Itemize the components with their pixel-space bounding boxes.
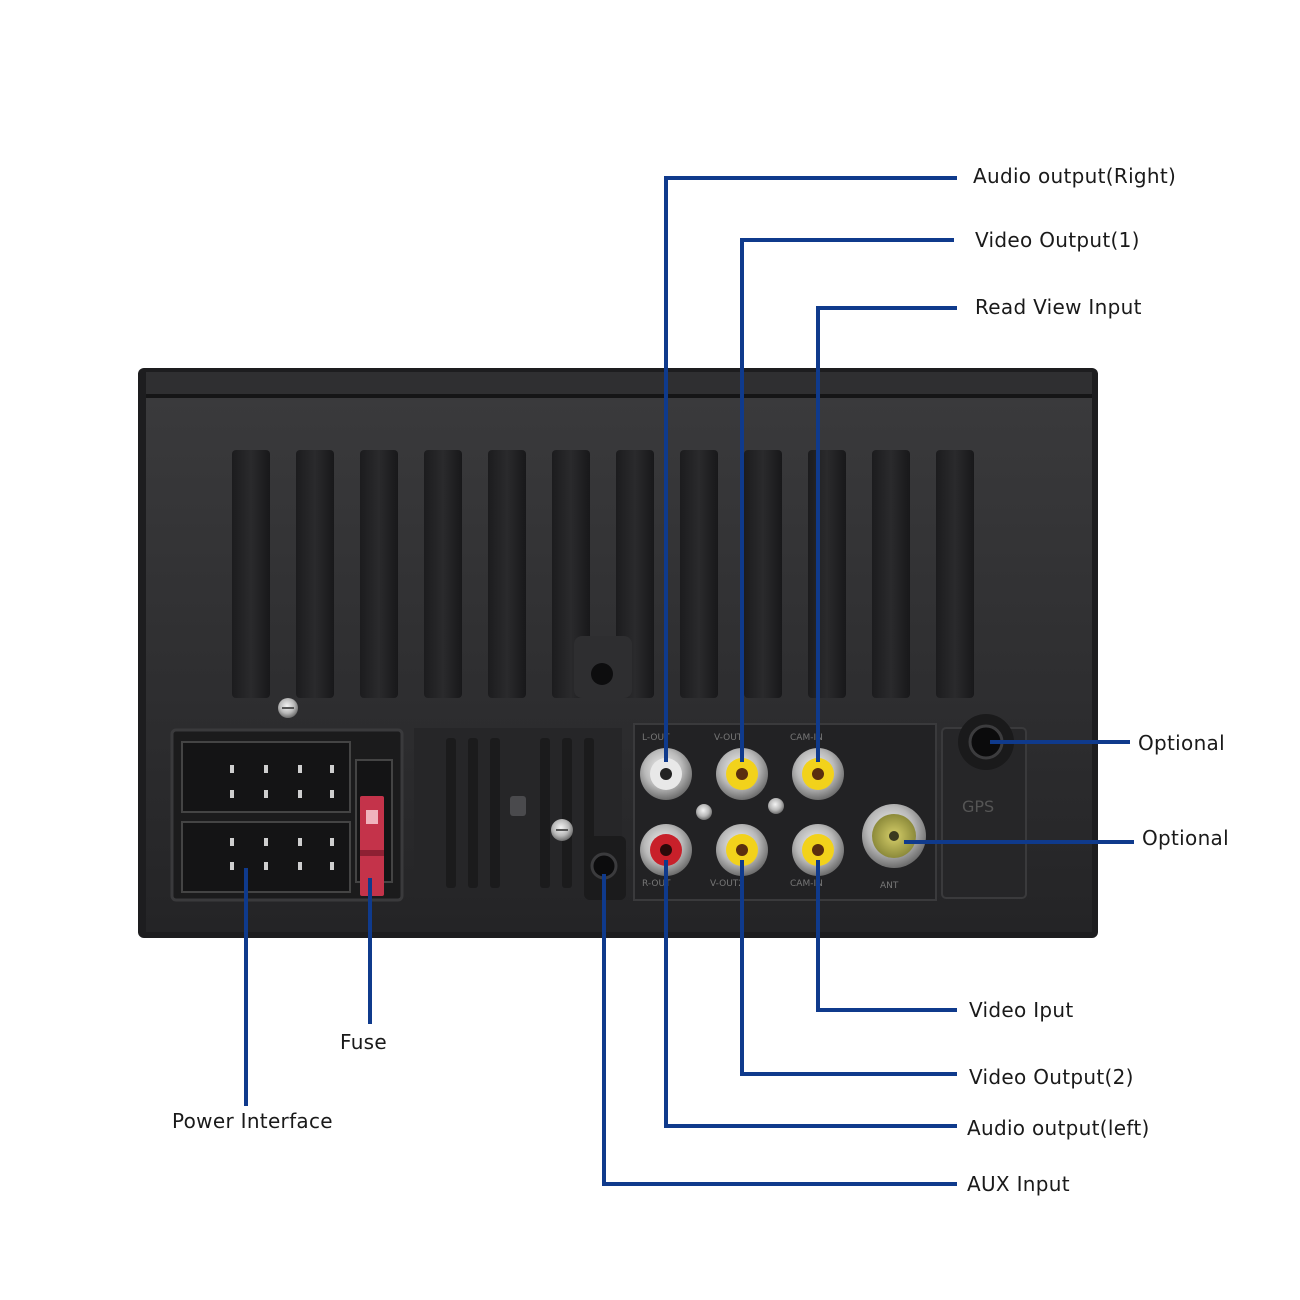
rca-jack-yellow xyxy=(716,748,768,800)
leader-video-output-1 xyxy=(740,238,954,762)
screw-icon xyxy=(278,698,298,718)
ant-marking: ANT xyxy=(880,881,899,891)
rca-jack-yellow xyxy=(792,748,844,800)
leader-aux-input xyxy=(602,874,957,1186)
label-power-interface: Power Interface xyxy=(172,1109,333,1133)
screw-icon xyxy=(551,819,573,841)
svg-text:L-OUT: L-OUT xyxy=(642,733,670,743)
leader-video-input xyxy=(816,860,957,1012)
gps-panel: GPS xyxy=(941,714,1027,899)
label-optional-top: Optional xyxy=(1138,731,1225,755)
rca-jack-red xyxy=(640,824,692,876)
leader-audio-output-right xyxy=(664,176,957,762)
label-video-input: Video Iput xyxy=(969,998,1074,1022)
label-optional-bottom: Optional xyxy=(1142,826,1229,850)
gps-marking: GPS xyxy=(962,797,994,816)
antenna-connector: ANT xyxy=(862,804,926,891)
callout-labels: Audio output(Right) Video Output(1) Read… xyxy=(172,164,1229,1196)
label-aux-input: AUX Input xyxy=(967,1172,1070,1196)
svg-text:R-OUT: R-OUT xyxy=(642,879,671,889)
aux-jack xyxy=(584,836,626,900)
screw-icon xyxy=(768,798,784,814)
label-read-view-input: Read View Input xyxy=(975,295,1142,319)
screw-icon xyxy=(696,804,712,820)
label-fuse: Fuse xyxy=(340,1030,387,1054)
rca-jack-yellow xyxy=(716,824,768,876)
label-audio-output-right: Audio output(Right) xyxy=(973,164,1176,188)
leader-audio-output-left xyxy=(664,860,957,1128)
rca-jack-yellow xyxy=(792,824,844,876)
leader-video-output-2 xyxy=(740,860,957,1076)
rca-jack-white xyxy=(640,748,692,800)
label-video-output-2: Video Output(2) xyxy=(969,1065,1134,1089)
svg-text:V-OUT: V-OUT xyxy=(714,733,743,743)
label-audio-output-left: Audio output(left) xyxy=(967,1116,1150,1140)
leader-lines xyxy=(244,176,1134,1186)
label-video-output-1: Video Output(1) xyxy=(975,228,1140,252)
svg-text:CAM-IN: CAM-IN xyxy=(790,879,823,889)
leader-read-view-input xyxy=(816,306,957,762)
svg-text:CAM-IN: CAM-IN xyxy=(790,733,823,743)
fuse-icon xyxy=(360,796,384,896)
svg-text:V-OUT2: V-OUT2 xyxy=(710,879,744,889)
